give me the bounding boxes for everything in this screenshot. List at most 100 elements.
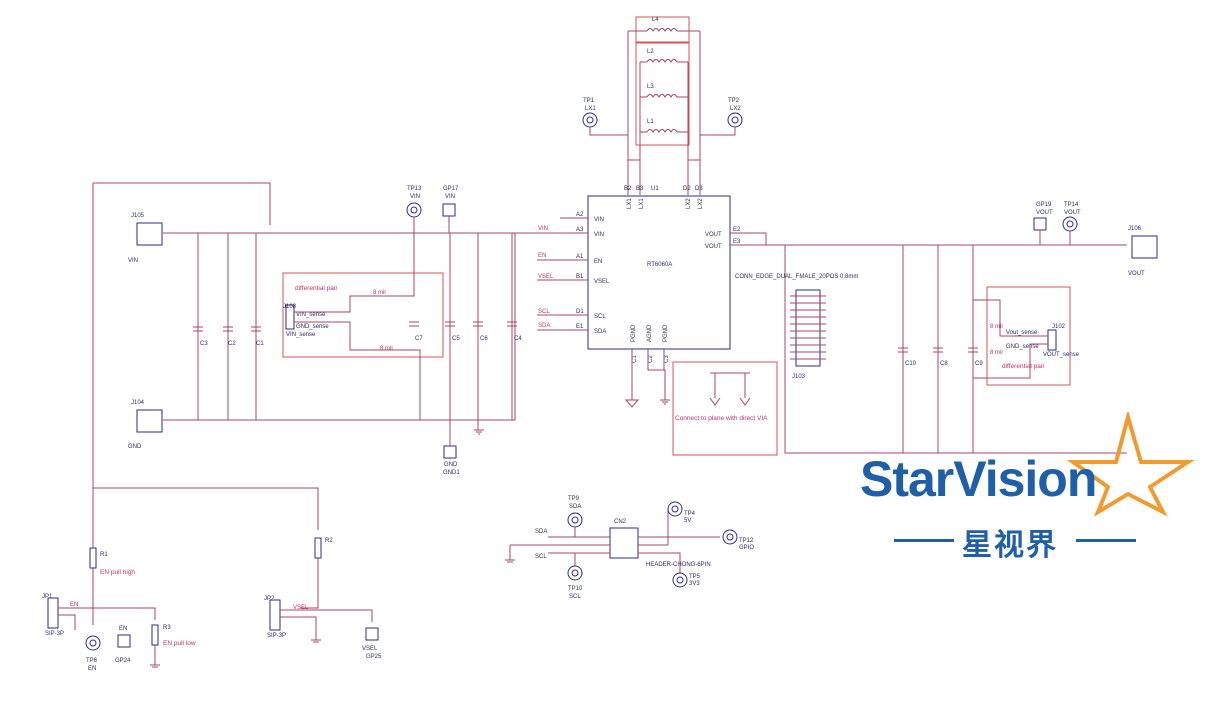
svg-text:A3: A3 [576, 227, 584, 233]
capacitor-c1: C1 [251, 326, 264, 347]
testpoint-tp10: TP10 SCL [567, 553, 583, 600]
connector-j105: J105 VIN [128, 213, 163, 264]
svg-text:L3: L3 [647, 84, 654, 90]
header-cn2: CN2 HEADER-CHONG-6PIN SDA SCL [505, 510, 720, 575]
logo-rule-right [1076, 539, 1136, 542]
svg-text:8 mil: 8 mil [990, 350, 1003, 356]
jumper-jp1: JP1 SIP-3P EN [42, 568, 156, 637]
svg-text:TP12: TP12 [739, 538, 754, 544]
svg-text:SCL: SCL [594, 314, 606, 320]
svg-text:J105: J105 [131, 213, 145, 219]
svg-text:VIN: VIN [594, 232, 604, 238]
svg-text:EN: EN [119, 626, 127, 632]
svg-text:J103: J103 [792, 374, 806, 380]
svg-text:TP14: TP14 [1064, 202, 1079, 208]
svg-text:VSEL: VSEL [594, 279, 610, 285]
net-label-scl: SCL [538, 309, 550, 315]
inductor-bank: L4 L2 L3 L1 [627, 16, 701, 195]
svg-text:C3: C3 [664, 355, 670, 363]
testpoint-tp9: TP9 SDA [567, 496, 583, 537]
svg-text:PGND: PGND [663, 324, 669, 342]
ic-u1: U1 RT6060A VIN VIN EN VSEL SCL SDA A2 A3… [537, 186, 767, 400]
svg-text:3V3: 3V3 [689, 581, 700, 587]
net-label-sda: SDA [538, 323, 550, 329]
svg-text:R3: R3 [163, 625, 171, 631]
svg-text:L2: L2 [647, 49, 654, 55]
inductor-l4: L4 [646, 17, 678, 32]
testpoint-tp2: TP2 LX2 [700, 98, 743, 136]
logo-subtitle: 星视界 [962, 529, 1058, 562]
svg-text:LX2: LX2 [686, 198, 692, 209]
svg-text:VIN_sense: VIN_sense [296, 312, 326, 318]
connector-j106: J106 VOUT [1128, 226, 1158, 277]
svg-text:L1: L1 [647, 119, 654, 125]
testpoint-gnd1: GND GND1 [443, 420, 484, 476]
svg-text:C9: C9 [975, 361, 983, 367]
svg-text:J102: J102 [1052, 324, 1066, 330]
svg-text:VSEL: VSEL [362, 646, 378, 652]
svg-text:TP1: TP1 [583, 98, 595, 104]
star-icon [1066, 412, 1195, 517]
svg-text:J106: J106 [1128, 226, 1142, 232]
svg-text:RT6060A: RT6060A [647, 262, 672, 268]
svg-text:differential pair: differential pair [1002, 363, 1045, 370]
svg-text:VOUT_sense: VOUT_sense [1043, 352, 1080, 358]
logo-wordmark: StarVision [860, 451, 1097, 507]
svg-text:CN2: CN2 [614, 519, 627, 525]
svg-text:LX2: LX2 [698, 198, 704, 209]
svg-text:8 mil: 8 mil [380, 346, 393, 352]
svg-text:TP10: TP10 [568, 586, 583, 592]
svg-text:TP9: TP9 [568, 496, 580, 502]
testpoint-tp12: TP12 GPIO [722, 529, 754, 551]
capacitor-c5: C5 [445, 321, 460, 342]
svg-text:GND_sense: GND_sense [296, 324, 329, 330]
jumper-jp2: JP2 SIP-3P VSEL [264, 596, 373, 643]
testpoint-tp4: TP4 5V [667, 501, 696, 524]
svg-text:C2: C2 [648, 355, 654, 363]
inductor-l3: L3 [646, 84, 678, 98]
svg-text:U1: U1 [651, 186, 659, 192]
logo-rule-left [894, 539, 954, 542]
testpoint-tp6: TP6 EN [85, 635, 101, 672]
svg-text:J104: J104 [131, 400, 145, 406]
svg-text:EN pull high: EN pull high [100, 569, 135, 576]
svg-text:LX1: LX1 [627, 198, 633, 209]
svg-text:EN: EN [594, 259, 602, 265]
svg-text:B3: B3 [636, 186, 644, 192]
svg-text:CONN_EDGE_DUAL_FMALE_20POS 0.8: CONN_EDGE_DUAL_FMALE_20POS 0.8mm [735, 274, 858, 280]
resistor-r3: R3 EN pull low [150, 624, 196, 668]
svg-text:J108: J108 [283, 304, 297, 310]
testpoint-tp14: TP14 VOUT [1062, 202, 1081, 245]
svg-text:VIN_sense: VIN_sense [286, 332, 316, 338]
starvision-logo: StarVision 星视界 [858, 412, 1198, 562]
via-note: Connect to plane with direct VIA [672, 361, 778, 456]
testpoint-tp5: TP5 3V3 [672, 572, 701, 588]
inductor-l1: L1 [646, 119, 678, 133]
svg-text:HEADER-CHONG-6PIN: HEADER-CHONG-6PIN [646, 562, 711, 568]
connector-j103: CONN_EDGE_DUAL_FMALE_20POS 0.8mm J103 [735, 274, 858, 380]
svg-text:C1: C1 [256, 341, 264, 347]
right-differential-pair: 8 mil 8 mil Vout_sense GND_sense J102 VO… [973, 286, 1080, 386]
svg-text:A1: A1 [576, 254, 584, 260]
resistor-r1: R1 EN pull high [89, 547, 135, 576]
svg-text:SDA: SDA [535, 529, 547, 535]
connector-j104: J104 GND [128, 400, 163, 450]
svg-text:SDA: SDA [594, 329, 606, 335]
svg-text:L4: L4 [652, 17, 659, 23]
svg-text:SDA: SDA [569, 504, 581, 510]
svg-text:EN: EN [88, 666, 96, 672]
testpoint-tp1: TP1 LX1 [582, 98, 628, 136]
svg-text:B2: B2 [624, 186, 632, 192]
svg-text:TP13: TP13 [407, 186, 422, 192]
svg-text:VIN: VIN [128, 258, 138, 264]
svg-text:LX1: LX1 [639, 198, 645, 209]
net-label-en: EN [538, 253, 546, 259]
svg-text:EN pull low: EN pull low [163, 640, 196, 647]
svg-text:JP2: JP2 [264, 596, 275, 602]
testpoint-gp19: GP19 VOUT [1033, 202, 1053, 245]
svg-text:D2: D2 [683, 186, 691, 192]
svg-text:SCL: SCL [535, 554, 547, 560]
svg-text:VIN: VIN [445, 194, 455, 200]
svg-text:TP5: TP5 [689, 574, 701, 580]
